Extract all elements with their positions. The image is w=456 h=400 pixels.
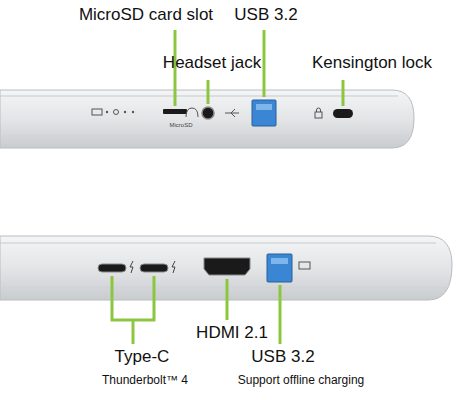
port-label: Support offline charging <box>238 374 365 388</box>
port-label: MicroSD <box>169 122 192 129</box>
port-label: Headset jack <box>163 53 261 73</box>
leader-lines <box>112 30 343 344</box>
port-label: USB 3.2 <box>234 5 297 25</box>
port-label: Type-C <box>115 347 170 367</box>
port-label: Thunderbolt™ 4 <box>102 374 188 388</box>
port-label: HDMI 2.1 <box>196 323 268 343</box>
port-label: Kensington lock <box>312 53 432 73</box>
port-label: MicroSD card slot <box>79 5 213 25</box>
port-label: USB 3.2 <box>251 347 314 367</box>
